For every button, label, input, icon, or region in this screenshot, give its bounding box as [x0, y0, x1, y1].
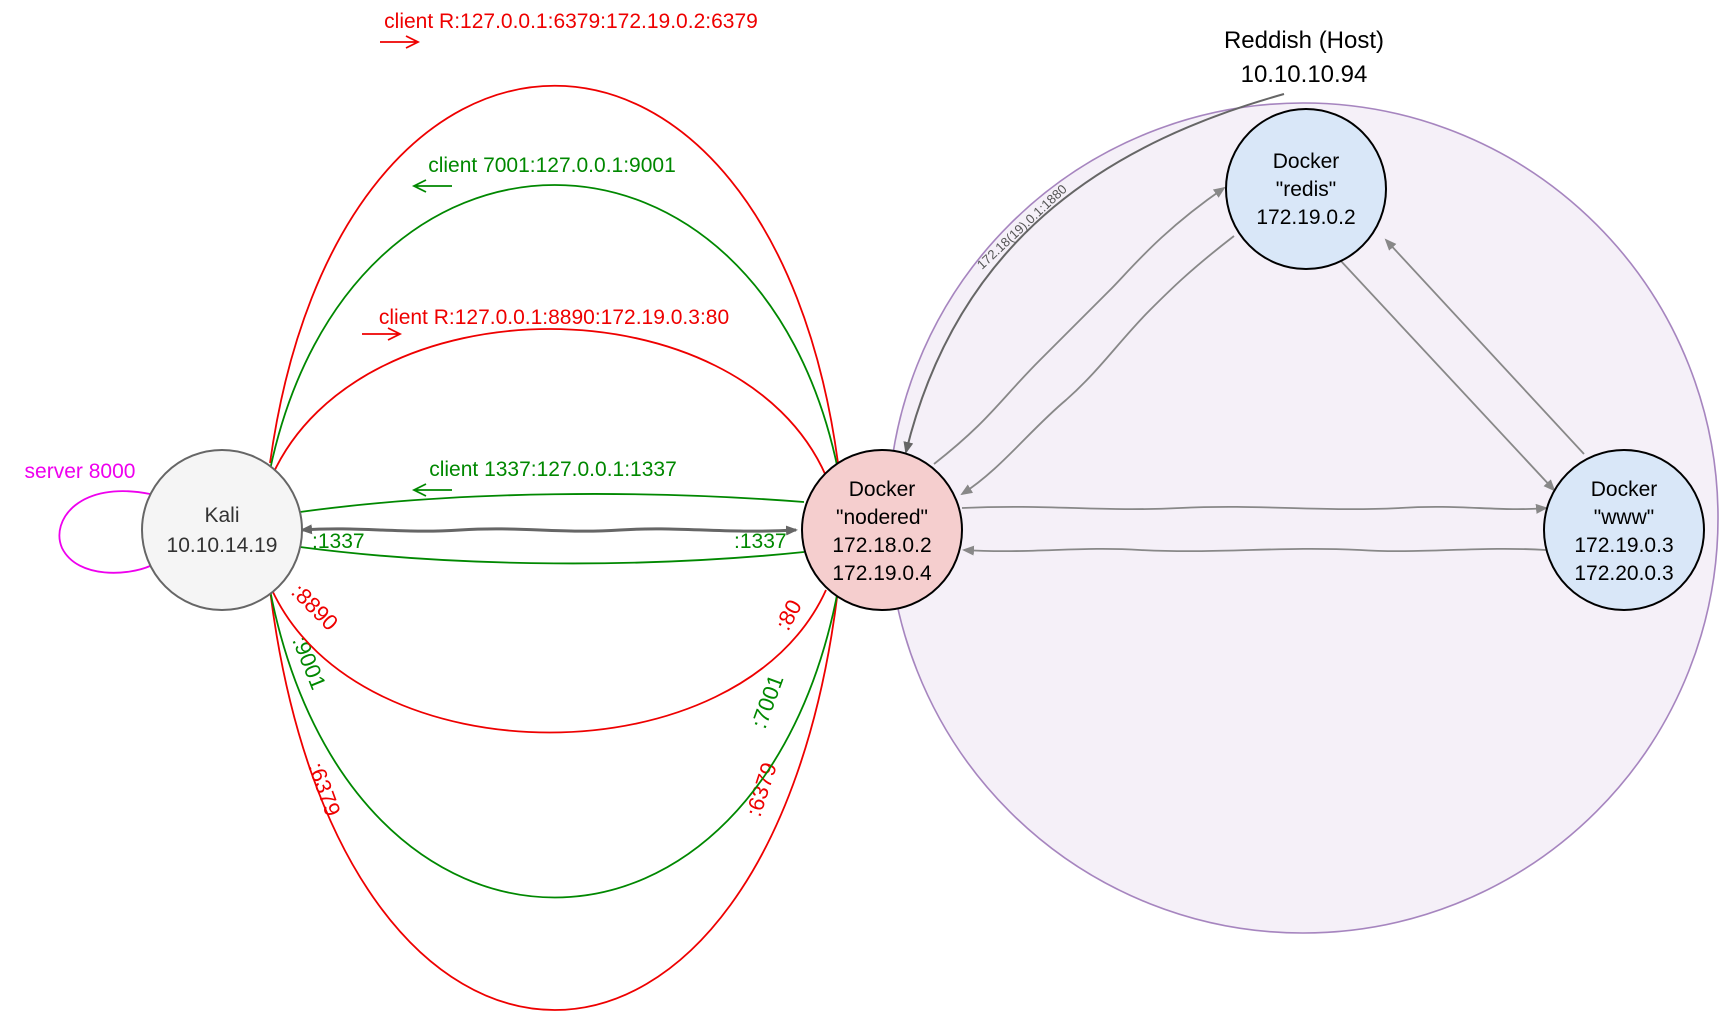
svg-text:"www": "www"	[1594, 506, 1654, 529]
label-self-loop: server 8000	[25, 460, 136, 483]
edge-tunnel-1337-return	[299, 546, 805, 565]
svg-text:10.10.14.19: 10.10.14.19	[167, 534, 278, 557]
node-www: Docker "www" 172.19.0.3 172.20.0.3	[1543, 449, 1705, 611]
svg-text:172.20.0.3: 172.20.0.3	[1574, 562, 1673, 585]
svg-text:Kali: Kali	[204, 504, 239, 527]
node-kali: Kali 10.10.14.19	[141, 449, 303, 611]
host-cluster	[887, 102, 1719, 934]
svg-text:172.19.0.2: 172.19.0.2	[1256, 206, 1355, 229]
port-1337-nodered: :1337	[734, 530, 787, 553]
edge-nodered-www	[961, 503, 1548, 514]
edge-tunnel-7001	[269, 184, 839, 471]
svg-text:Docker: Docker	[1273, 150, 1340, 173]
edge-nodered-redis	[933, 186, 1226, 465]
svg-text:172.19.0.4: 172.19.0.4	[832, 562, 932, 585]
node-redis: Docker "redis" 172.19.0.2	[1225, 108, 1387, 270]
port-6379-nodered: :6379	[741, 759, 782, 819]
svg-text:"redis": "redis"	[1276, 178, 1336, 201]
edge-tunnel-8890-return	[271, 589, 827, 734]
edge-self-loop	[58, 490, 151, 574]
edge-tunnel-6379-return	[269, 589, 839, 1011]
arrow-right-6379	[380, 35, 421, 49]
edge-kali-nodered	[300, 524, 798, 536]
label-tunnel-6379: client R:127.0.0.1:6379:172.19.0.2:6379	[384, 10, 758, 33]
host-title: Reddish (Host)	[1224, 27, 1384, 54]
label-tunnel-7001: client 7001:127.0.0.1:9001	[428, 154, 676, 177]
edge-www-redis	[1384, 238, 1585, 455]
port-80-nodered: :80	[770, 596, 806, 635]
label-tunnel-1337: client 1337:127.0.0.1:1337	[429, 458, 677, 481]
port-1337-kali: :1337	[312, 530, 365, 553]
arrow-left-1337	[411, 483, 452, 497]
svg-text:172.18.0.2: 172.18.0.2	[832, 534, 931, 557]
node-nodered: Docker "nodered" 172.18.0.2 172.19.0.4	[801, 449, 963, 611]
edge-host-nodered	[903, 93, 1285, 454]
edge-tunnel-6379	[269, 85, 839, 464]
edge-tunnel-1337	[299, 493, 805, 513]
arrow-right-8890	[362, 327, 403, 341]
port-9001-kali: :9001	[287, 633, 331, 693]
edge-redis-nodered	[960, 235, 1235, 496]
svg-text:Docker: Docker	[849, 478, 916, 501]
edge-tunnel-7001-return	[269, 589, 839, 899]
svg-text:"nodered": "nodered"	[836, 506, 928, 529]
host-ip: 10.10.10.94	[1241, 61, 1368, 88]
edge-www-nodered	[962, 545, 1547, 556]
port-7001-nodered: :7001	[746, 671, 788, 731]
edge-tunnel-8890	[271, 328, 827, 477]
label-tunnel-8890: client R:127.0.0.1:8890:172.19.0.3:80	[379, 306, 729, 329]
svg-text:172.19.0.3: 172.19.0.3	[1574, 534, 1673, 557]
arrow-left-7001	[411, 179, 452, 193]
edge-redis-www	[1339, 259, 1556, 492]
svg-text:Docker: Docker	[1591, 478, 1658, 501]
